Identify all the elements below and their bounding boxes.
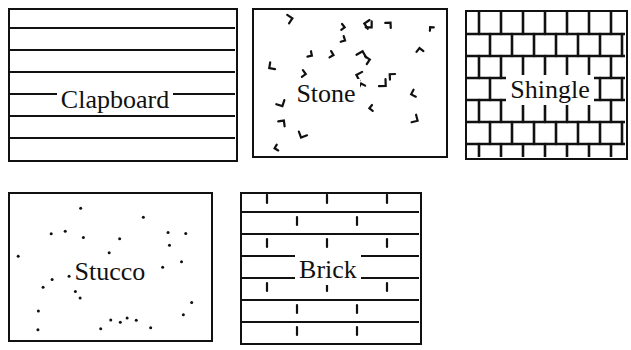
texture-box: Shingle: [465, 10, 628, 160]
texture-label: Stucco: [71, 257, 150, 287]
texture-box: Stone: [252, 8, 448, 158]
texture-label: Stone: [292, 79, 359, 109]
texture-label: Brick: [295, 255, 361, 285]
texture-box: Brick: [240, 192, 422, 345]
texture-box: Stucco: [8, 192, 213, 342]
texture-label: Clapboard: [57, 85, 173, 115]
texture-label: Shingle: [506, 75, 593, 105]
texture-box: Clapboard: [8, 8, 238, 162]
